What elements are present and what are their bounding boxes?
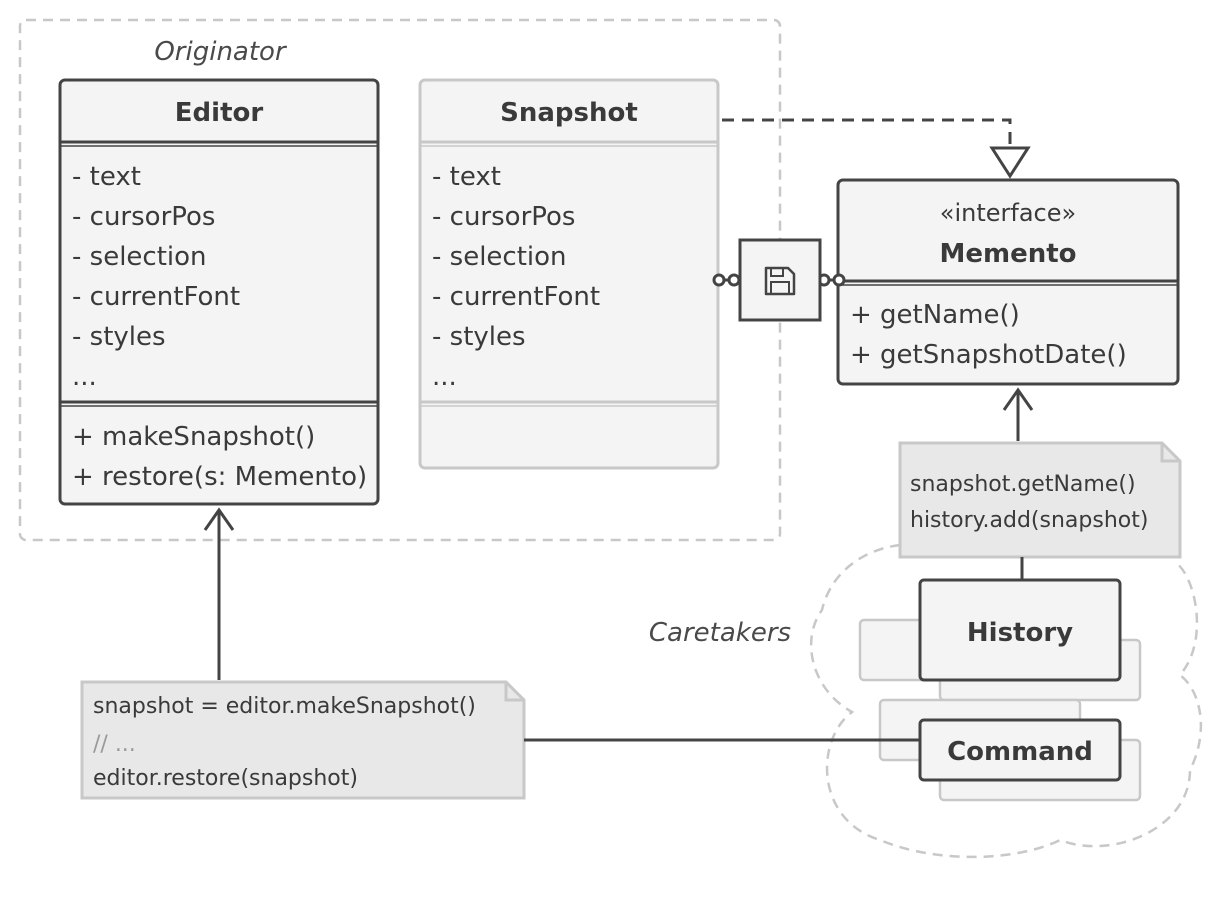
history-title: History bbox=[967, 618, 1073, 648]
memento-stereotype: «interface» bbox=[940, 199, 1076, 227]
command-note: snapshot = editor.makeSnapshot() // ... … bbox=[80, 680, 526, 800]
snapshot-field: - cursorPos bbox=[432, 202, 575, 232]
snapshot-field: - text bbox=[432, 162, 501, 192]
command-title: Command bbox=[947, 737, 1093, 767]
history-class: History bbox=[918, 578, 1122, 682]
history-note-line: snapshot.getName() bbox=[910, 472, 1136, 497]
editor-method: + makeSnapshot() bbox=[72, 422, 315, 452]
memento-method: + getName() bbox=[850, 300, 1020, 330]
caretakers-label: Caretakers bbox=[649, 618, 791, 648]
memento-method: + getSnapshotDate() bbox=[850, 340, 1127, 370]
editor-method: + restore(s: Memento) bbox=[72, 462, 367, 492]
memento-interface: «interface» Memento + getName() + getSna… bbox=[836, 178, 1180, 386]
editor-field: - selection bbox=[72, 242, 207, 272]
snapshot-field: - selection bbox=[432, 242, 567, 272]
snapshot-field: - styles bbox=[432, 322, 526, 352]
snapshot-title: Snapshot bbox=[500, 98, 638, 128]
history-note: snapshot.getName() history.add(snapshot) bbox=[898, 441, 1182, 559]
command-note-line: // ... bbox=[93, 732, 136, 757]
caretakers-cloud bbox=[809, 543, 1203, 859]
originator-label: Originator bbox=[154, 37, 288, 67]
command-note-line: snapshot = editor.makeSnapshot() bbox=[93, 694, 476, 719]
snapshot-field: - currentFont bbox=[432, 282, 600, 312]
editor-field: ... bbox=[72, 362, 97, 392]
memento-title: Memento bbox=[939, 239, 1076, 269]
realization-arrow bbox=[722, 118, 1012, 148]
snapshot-class: Snapshot - text - cursorPos - selection … bbox=[418, 78, 720, 470]
command-class: Command bbox=[918, 718, 1122, 782]
editor-field: - text bbox=[72, 162, 141, 192]
editor-title: Editor bbox=[175, 98, 264, 128]
nesting-connector bbox=[712, 238, 846, 322]
command-note-line: editor.restore(snapshot) bbox=[93, 766, 358, 791]
snapshot-field: ... bbox=[432, 362, 457, 392]
editor-class: Editor - text - cursorPos - selection - … bbox=[58, 78, 380, 506]
editor-field: - cursorPos bbox=[72, 202, 215, 232]
history-note-line: history.add(snapshot) bbox=[910, 508, 1148, 533]
realization-arrowhead bbox=[989, 146, 1031, 179]
editor-field: - styles bbox=[72, 322, 166, 352]
editor-field: - currentFont bbox=[72, 282, 240, 312]
floppy-disk-icon bbox=[764, 266, 796, 296]
